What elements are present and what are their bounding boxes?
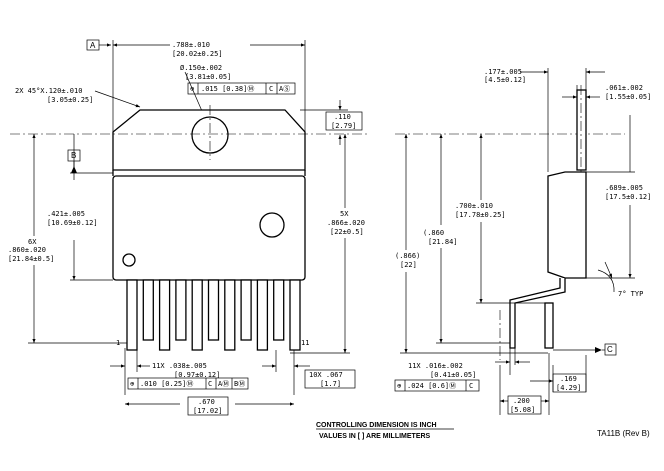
fcf-tol: .015 [0.38]Ⓜ [201,85,254,93]
pin-1 [126,279,138,351]
off-in: .200 [513,397,530,405]
off-box [507,395,542,415]
span-box [187,396,229,416]
datum-c-triangle [595,347,602,353]
angle-arc [597,269,615,293]
off-mm: [5.08] [510,406,535,414]
pitch-box [304,369,356,389]
angle-label: 7° TYP [618,290,643,298]
fcf-datum-a: AⓈ [279,85,290,93]
thk-in: 11X .016±.002 [408,362,463,370]
lead-mm: [22±0.5] [330,228,364,236]
side-fcf: ⊕ .024 [0.6]Ⓜ C [394,379,480,392]
hole-in: Ø.150±.002 [180,64,222,72]
fcf-datum-c: C [469,382,473,390]
foot-in: .169 [560,375,577,383]
h700-mm: [17.78±0.25] [455,211,506,219]
foot-box [552,373,587,393]
fcf-symbol: ⊕ [130,380,135,388]
pin-11 [289,279,301,351]
pin-6 [207,279,220,341]
fcf-tol: .010 [0.25]Ⓜ [140,380,193,388]
hole-fcf: ⊕ .015 [0.38]Ⓜ C AⓈ [187,82,296,95]
pitch-mm: [1.7] [320,380,341,388]
pin1-marker [122,253,136,267]
pin-9 [256,279,269,351]
pin-8 [240,279,252,341]
tab-mm: [2.79] [331,122,356,130]
thk-mm: [0.41±0.05] [430,371,476,379]
side-body [547,171,587,279]
side-tab-in: .061±.002 [605,84,643,92]
pin-7 [224,279,236,351]
tab-in: .110 [334,113,351,121]
b689-in: .689±.005 [605,184,643,192]
pin-first-label: 1 [116,339,120,347]
span-in: .670 [198,398,215,406]
body-dimple [259,212,285,238]
front-view: A .788±.010 [20.02±0.25] 2X 45°X.120±.01… [8,39,370,416]
side-view: .177±.005 [4.5±0.12] .061±.002 [1.55±0.0… [394,68,651,415]
total-in: .860±.020 [8,246,46,254]
fcf-datum-b: BⓂ [234,380,245,388]
fcf-datum-c: C [269,85,273,93]
total-mm: [21.84±0.5] [8,255,54,263]
fcf-symbol: ⊕ [397,382,402,390]
side-lead-straight [544,302,554,349]
width-mm: [20.02±0.25] [172,50,223,58]
angle-leader [604,261,613,279]
foot-mm: [4.29] [556,384,581,392]
datum-a-label: A [90,41,96,50]
pin-fcf: ⊕ .010 [0.25]Ⓜ C AⓂ BⓂ [127,377,249,390]
pin-4 [175,279,187,341]
datum-c-label: C [607,345,613,354]
body-mm: [10.69±0.12] [47,219,98,227]
body-in: .421±.005 [47,210,85,218]
note-values: VALUES IN [ ] ARE MILLIMETERS [319,433,431,440]
pin-5 [191,279,203,351]
pinw-in: 11X .038±.005 [152,362,207,370]
pins [126,279,301,351]
lead-in: .866±.020 [327,219,365,227]
top-in: .177±.005 [484,68,522,76]
datum-c-box [604,343,617,356]
fcf-datum-c: C [208,380,212,388]
side-lead-bent [509,278,566,349]
b689-mm: [17.5±0.12] [605,193,651,201]
pin-3 [158,279,171,351]
fcf-symbol: ⊕ [190,85,195,93]
hole-mm: [3.81±0.05] [185,73,231,81]
span-mm: [17.02] [193,407,223,415]
pin-10 [273,279,285,341]
pin-2 [142,279,154,341]
mounting-hole [191,116,229,154]
notes: CONTROLLING DIMENSION IS INCH VALUES IN … [316,422,454,440]
pin-last-label: 11 [301,339,309,347]
r866-mm: [22] [400,261,417,269]
r860-mm: [21.84] [428,238,458,246]
fcf-tol: .024 [0.6]Ⓜ [407,382,456,390]
fcf-datum-a: AⓂ [218,380,229,388]
width-in: .788±.010 [172,41,210,49]
pinw-mm: [0.97±0.12] [174,371,220,379]
note-controlling: CONTROLLING DIMENSION IS INCH [316,422,437,429]
side-tab-mm: [1.55±0.05] [605,93,651,101]
pitch-in: 10X .067 [309,371,343,379]
total-6x: 6X [28,238,37,246]
lead-5x: 5X [340,210,349,218]
chamfer-in: 2X 45°X.120±.010 [15,87,82,95]
tab-dim-box [325,111,363,131]
chamfer-leader [94,90,141,108]
side-tab [576,89,587,171]
r866-in: (.866) [395,252,420,260]
drawing-ref: TA11B (Rev B) [597,429,650,438]
r860-in: (.860 [423,229,444,237]
h700-in: .700±.010 [455,202,493,210]
chamfer-mm: [3.05±0.25] [47,96,93,104]
top-mm: [4.5±0.12] [484,76,526,84]
